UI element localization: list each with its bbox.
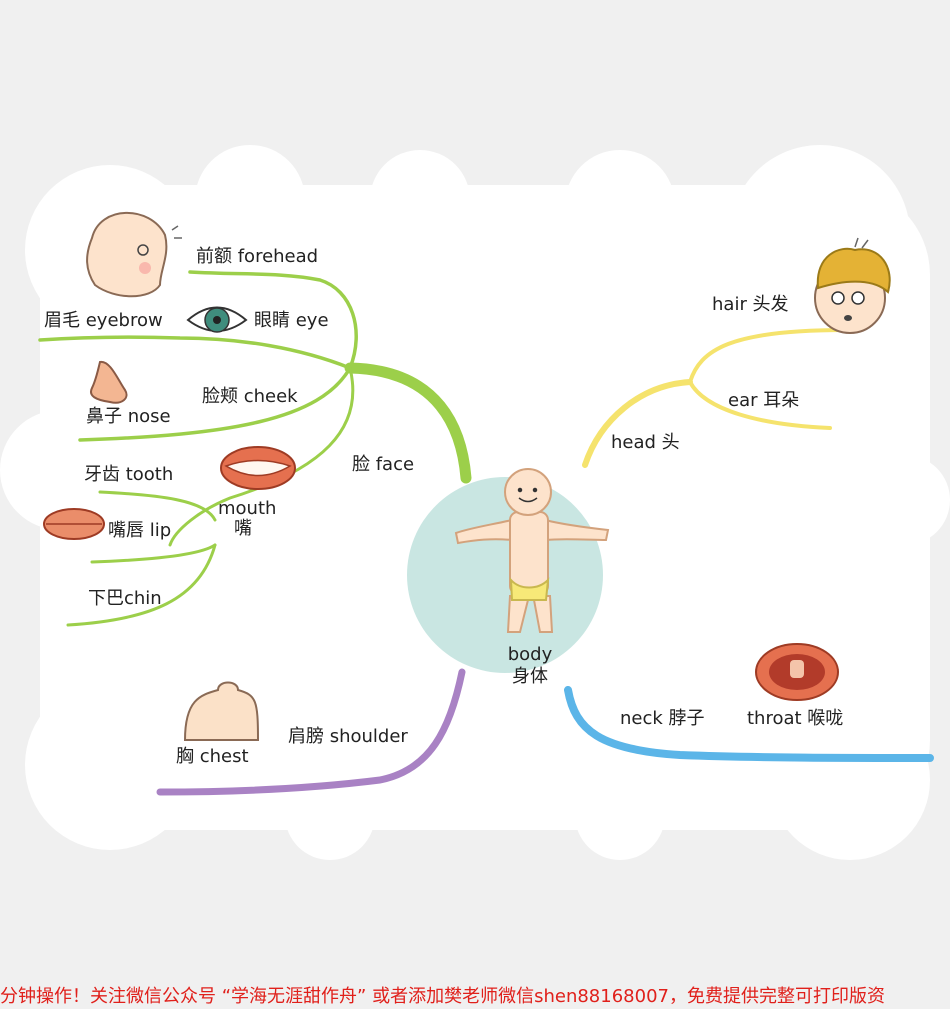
tooth-label: 牙齿 tooth (84, 464, 174, 485)
neck-branch-label: neck 脖子 (620, 708, 705, 729)
throat-label: throat 喉咙 (747, 708, 844, 729)
cheek-label: 脸颊 cheek (202, 386, 298, 407)
chest-label: 胸 chest (176, 746, 249, 767)
eye-icon (186, 306, 248, 333)
curly-hair-head-icon (814, 237, 891, 334)
nose-icon (90, 360, 128, 404)
center-label-zh: 身体 (512, 665, 548, 687)
lip-label: 嘴唇 lip (108, 520, 172, 541)
eye-label: 眼睛 eye (254, 310, 329, 331)
center-label-en: body (507, 644, 553, 665)
throat-icon (755, 643, 839, 701)
hair-label: hair 头发 (712, 294, 789, 315)
footer-banner: 分钟操作！关注微信公众号 “学海无涯甜作舟” 或者添加樊老师微信shen8816… (0, 986, 885, 1007)
ear-label: ear 耳朵 (728, 390, 800, 411)
center-label: body 身体 (480, 644, 580, 687)
body-figure-icon (454, 468, 610, 633)
shoulder-branch-label: 肩膀 shoulder (288, 726, 408, 747)
mouth-icon (220, 446, 296, 490)
head-branch-label: head 头 (611, 432, 680, 453)
face-profile-icon (86, 211, 182, 298)
nose-label: 鼻子 nose (86, 406, 171, 427)
neck-branch-line (564, 686, 934, 762)
mouth-label-zh: 嘴 (234, 518, 252, 539)
mouth-label-en: mouth (218, 498, 277, 519)
chest-icon (183, 681, 260, 741)
head-branch-lines (582, 328, 847, 468)
chin-label: 下巴chin (88, 588, 162, 609)
shoulder-branch-line (156, 668, 466, 796)
lip-icon (43, 508, 105, 540)
face-branch-label: 脸 face (352, 454, 415, 475)
eyebrow-label: 眉毛 eyebrow (44, 310, 163, 331)
forehead-label: 前额 forehead (196, 246, 319, 267)
